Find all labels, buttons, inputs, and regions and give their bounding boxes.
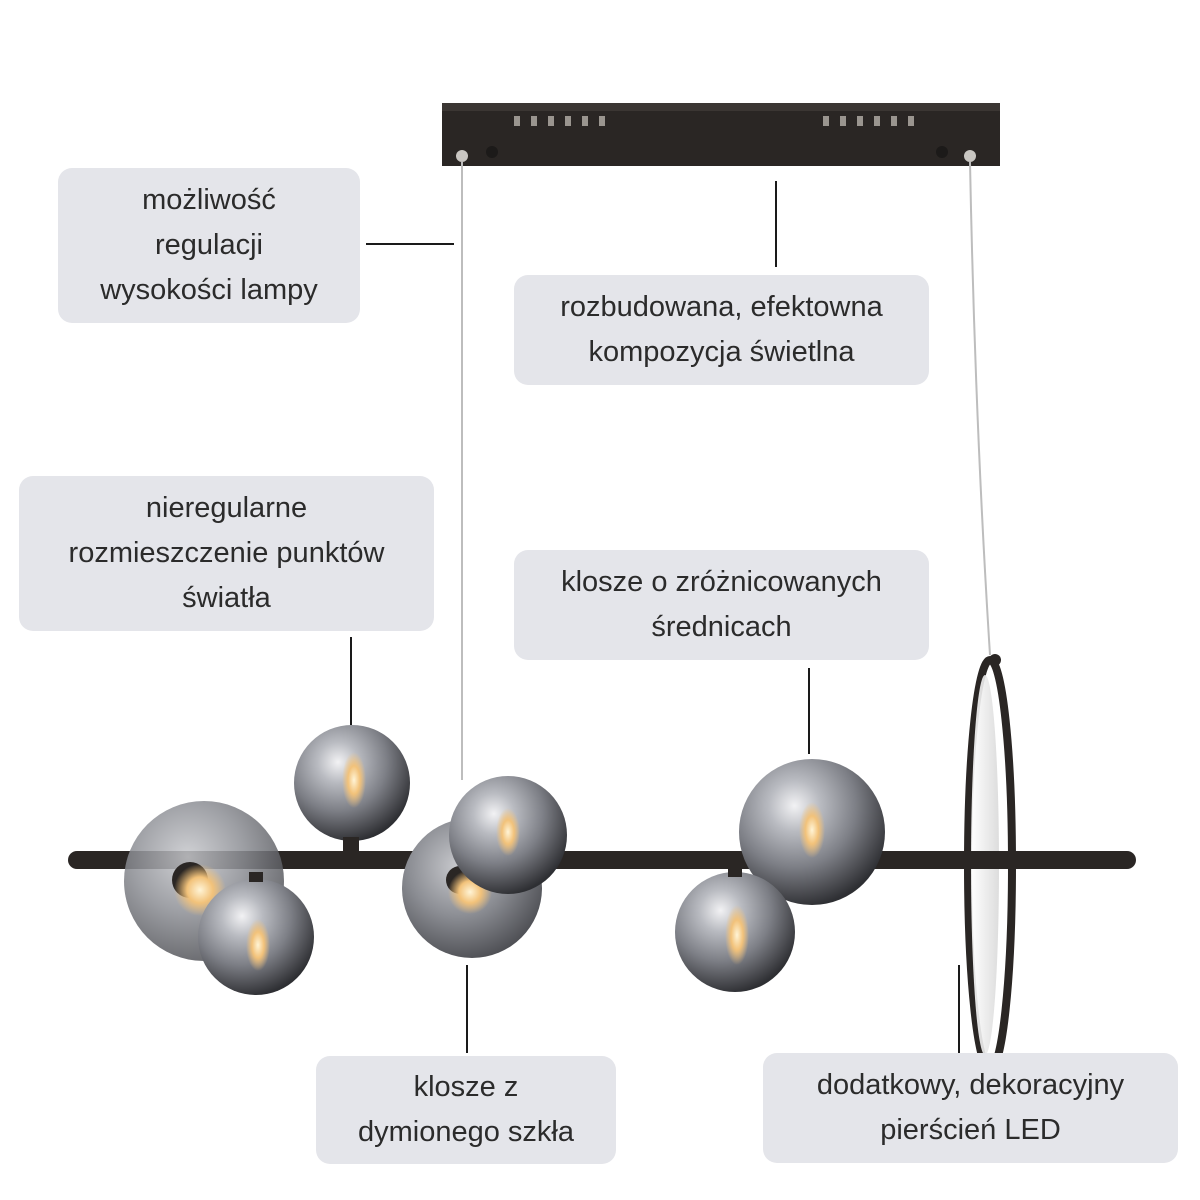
callout-line: klosze o zróżnicowanych [561,566,882,598]
globe-center-top [449,776,567,894]
callout-line: nieregularne [145,492,308,524]
leader-composition [775,181,777,267]
callout-diameters: klosze o zróżnicowanych średnicach [514,550,929,660]
callout-line: rozmieszczenie punktów [68,537,385,569]
globe-right-large [739,759,885,905]
callout-height-adjust: możliwość regulacji wysokości lampy [58,168,360,323]
callout-smoked-glass: klosze z dymionego szkła [316,1056,616,1164]
ceiling-canopy [442,103,1000,166]
callout-irregular-points: nieregularne rozmieszczenie punktów świa… [19,476,434,631]
callout-line: rozbudowana, efektowna [560,291,883,323]
leader-smoked-glass [466,965,468,1053]
callout-line: światła [182,582,271,614]
leader-height-adjust [366,243,454,245]
globe-small-left [198,872,314,995]
callout-line: regulacji [155,229,263,261]
globe-upper-left [294,725,410,853]
callout-composition: rozbudowana, efektowna kompozycja świetl… [514,275,929,385]
callout-line: możliwość [142,184,276,216]
callout-line: średnicach [651,611,792,643]
callout-line: dodatkowy, dekoracyjny [816,1069,1125,1101]
leader-diameters [808,668,810,754]
callout-line: klosze z [413,1071,519,1103]
suspension-cables [461,161,991,780]
leader-led-ring [958,965,960,1053]
leader-irregular-points [350,637,352,725]
callout-line: kompozycja świetlna [588,336,855,368]
callout-line: dymionego szkła [358,1116,574,1148]
callout-line: wysokości lampy [100,274,318,306]
globe-right-small [675,867,795,992]
callout-led-ring: dodatkowy, dekoracyjny pierścień LED [763,1053,1178,1163]
callout-line: pierścień LED [880,1114,1061,1146]
